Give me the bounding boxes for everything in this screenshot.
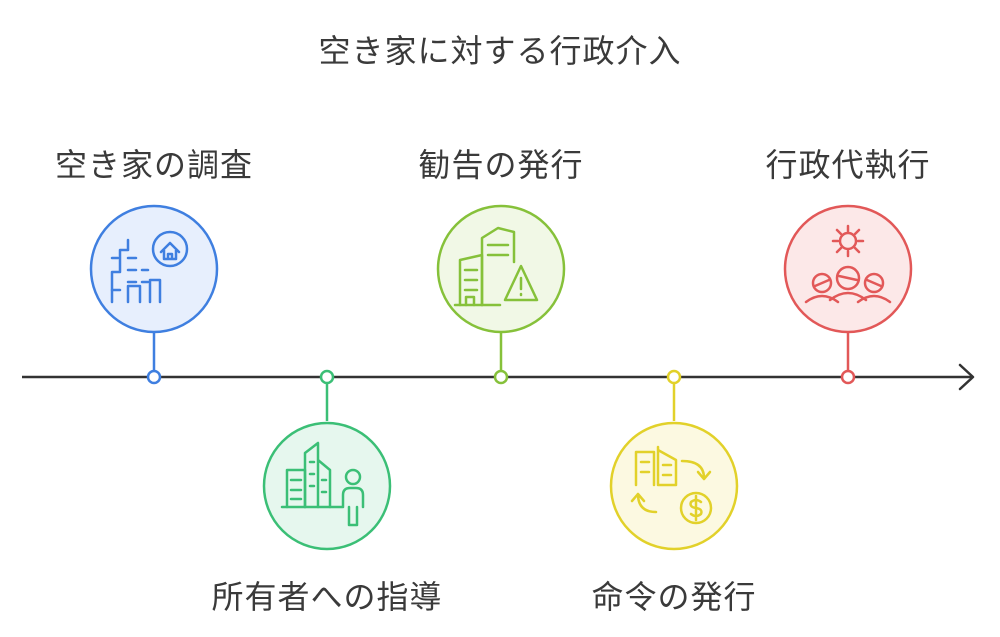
- building-exchange-dollar-icon: [630, 445, 713, 525]
- step-label-recommendation: 勧告の発行: [418, 146, 584, 184]
- step-node-order: [609, 369, 739, 551]
- buildings-warning-icon: [453, 226, 539, 307]
- step-node-guidance: [262, 369, 392, 551]
- step-label-guidance: 所有者への指導: [211, 578, 443, 616]
- building-house-search-icon: [110, 230, 189, 304]
- step-label-execution: 行政代執行: [765, 146, 931, 184]
- building-person-icon: [280, 441, 365, 527]
- step-node-survey: [89, 204, 219, 385]
- step-node-execution: [783, 204, 913, 385]
- timeline-arrow-head: [958, 363, 975, 391]
- step-node-recommendation: [436, 204, 566, 385]
- step-label-order: 命令の発行: [591, 578, 757, 616]
- step-label-survey: 空き家の調査: [54, 146, 253, 184]
- gear-people-icon: [804, 224, 892, 304]
- diagram-title: 空き家に対する行政介入: [318, 32, 682, 70]
